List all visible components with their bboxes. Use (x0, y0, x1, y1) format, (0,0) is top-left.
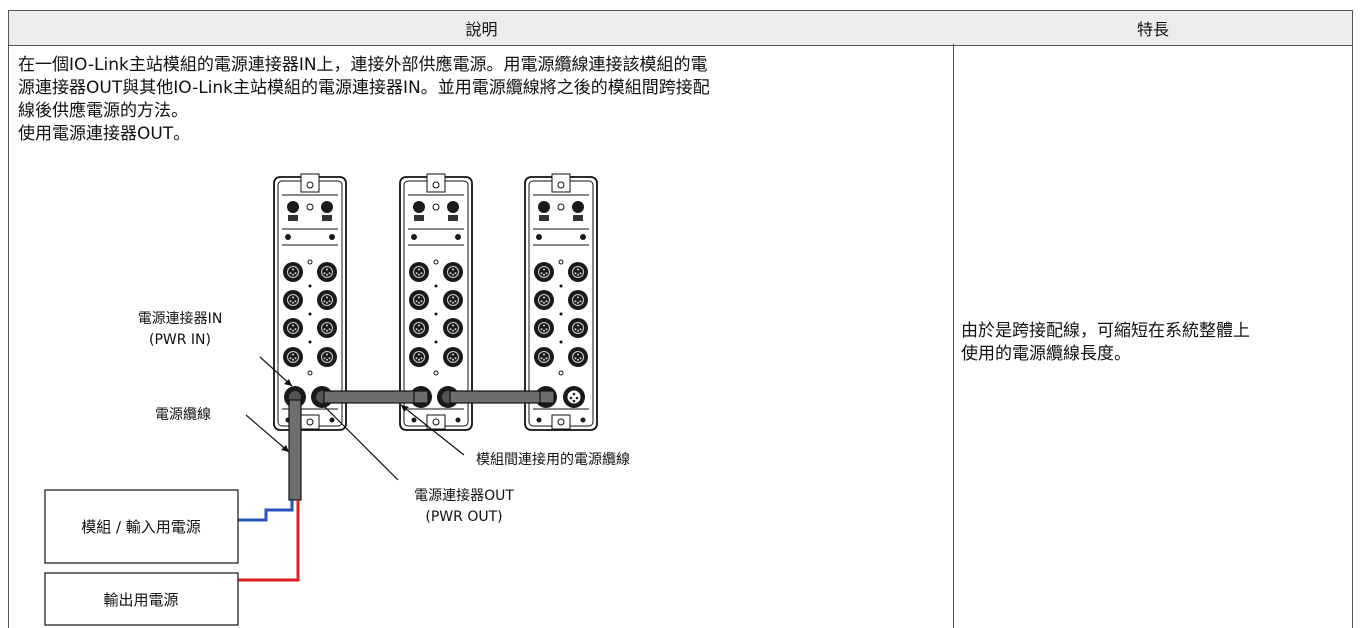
label-power-cable: 電源纜線 (155, 406, 211, 423)
callout-line-power-cable (245, 414, 290, 453)
spec-table: 說明 特長 在一個IO-Link主站模組的電源連接器IN上，連接外部供應電源。用… (8, 10, 1353, 628)
label-power-out-line1: 電源連接器OUT (414, 487, 514, 504)
table-right-border (1352, 44, 1353, 628)
feature-line-2: 使用的電源纜線長度。 (961, 344, 1131, 364)
label-power-in-line1: 電源連接器IN (138, 310, 223, 327)
description-line-4: 使用電源連接器OUT。 (18, 124, 191, 144)
description-text: 在一個IO-Link主站模組的電源連接器IN上，連接外部供應電源。用電源纜線連接… (18, 54, 948, 146)
power-connector-out-module-3 (563, 386, 585, 408)
callout-line-power-in (259, 356, 293, 387)
module-input-power-box: 模組 / 輸入用電源 (44, 489, 239, 564)
label-inter-module-cable: 模組間連接用的電源纜線 (476, 451, 630, 468)
callout-line-inter-module-cable (400, 404, 465, 456)
description-line-1: 在一個IO-Link主站模組的電源連接器IN上，連接外部供應電源。用電源纜線連接… (18, 55, 708, 75)
wiring-diagram: 模組 / 輸入用電源 輸出用電源 電源連接器IN (PWR IN) 電源纜線 模… (44, 10, 630, 626)
red-supply-wire (238, 500, 300, 582)
inter-module-cable-2 (449, 390, 555, 404)
callout-line-power-out (324, 406, 399, 481)
label-power-out-line2: (PWR OUT) (425, 509, 502, 525)
supply-power-cable (288, 399, 302, 501)
label-power-in-line2: (PWR IN) (149, 332, 211, 348)
table-left-border (8, 44, 9, 628)
output-power-box: 輸出用電源 (44, 572, 239, 626)
features-text: 由於是跨接配線，可縮短在系統整體上 使用的電源纜線長度。 (961, 320, 1351, 366)
inter-module-cable-1 (323, 390, 429, 404)
table-column-divider (953, 44, 954, 628)
header-features: 特長 (954, 10, 1353, 46)
header-description: 說明 (8, 10, 955, 46)
feature-line-1: 由於是跨接配線，可縮短在系統整體上 (961, 321, 1250, 341)
description-line-2: 源連接器OUT與其他IO-Link主站模組的電源連接器IN。並用電源纜線將之後的… (18, 78, 710, 98)
description-line-3: 線後供應電源的方法。 (18, 101, 188, 121)
output-power-label: 輸出用電源 (103, 591, 178, 609)
blue-supply-wire (238, 500, 294, 522)
module-input-power-label: 模組 / 輸入用電源 (81, 518, 201, 536)
